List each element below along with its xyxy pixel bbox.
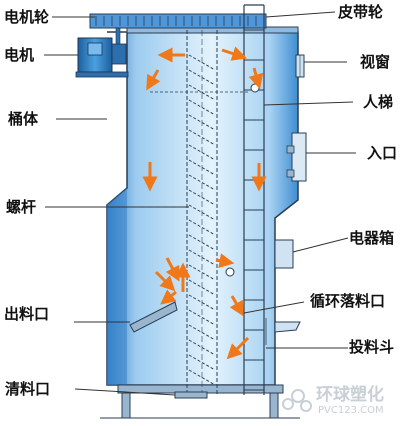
leader-cleanout [74,388,176,396]
watermark-logo-icon [282,389,312,412]
label-belt-pulley: 皮带轮 [338,3,383,21]
flow-arrow-recycle-right [215,253,235,269]
lower-disc [225,267,235,277]
screw-flights [188,54,216,386]
cleanout-door [174,391,208,399]
flow-arrow-upper-left-down [146,69,161,91]
leader-lines [44,11,356,396]
watermark: 环球塑化 PVC123.COM [282,384,384,416]
flow-arrow-bottom [226,336,250,360]
label-outlet: 出料口 [4,305,49,323]
label-motor: 电机 [4,46,34,64]
flow-arrow-top-right [221,46,248,61]
leader-electric-box [292,237,349,253]
label-window: 视窗 [360,53,390,71]
leg-left [121,392,131,419]
flow-arrow-screw-left [160,289,177,305]
flow-arrows [142,46,267,360]
window [295,54,305,78]
outlet-chute [129,301,178,333]
ladder [243,4,265,395]
watermark-url: PVC123.COM [318,405,384,416]
label-cleanout: 清料口 [5,380,50,398]
label-motor-pulley: 电机轮 [4,8,49,26]
belt-pulley-cover [89,13,267,29]
leader-belt-pulley [265,11,336,18]
label-inlet: 入口 [367,144,397,162]
label-screw: 螺杆 [6,198,36,216]
label-hopper: 投料斗 [349,338,394,356]
watermark-brand: 环球塑化 [316,384,384,405]
leg-right [269,392,279,419]
label-barrel: 桶体 [8,110,39,128]
upper-disc [250,83,260,93]
electric-box [274,239,294,269]
label-electric-box: 电器箱 [349,229,394,247]
flow-arrow-cone-left-2 [154,270,176,292]
label-recycle-outlet: 循环落料口 [310,292,385,310]
mixer-body [106,31,299,386]
flow-arrow-recycle [229,295,244,317]
flow-arrow-cone-left [165,257,180,282]
inlet [286,132,307,182]
cone-bottom [107,188,127,385]
hopper [265,318,301,345]
label-ladder: 人梯 [363,93,393,111]
leader-ladder [263,101,354,106]
leader-recycle-outlet [243,301,305,314]
belt-pulley-vents [95,16,257,26]
flow-arrow-upper-right-down [248,67,264,90]
motor [75,27,129,78]
